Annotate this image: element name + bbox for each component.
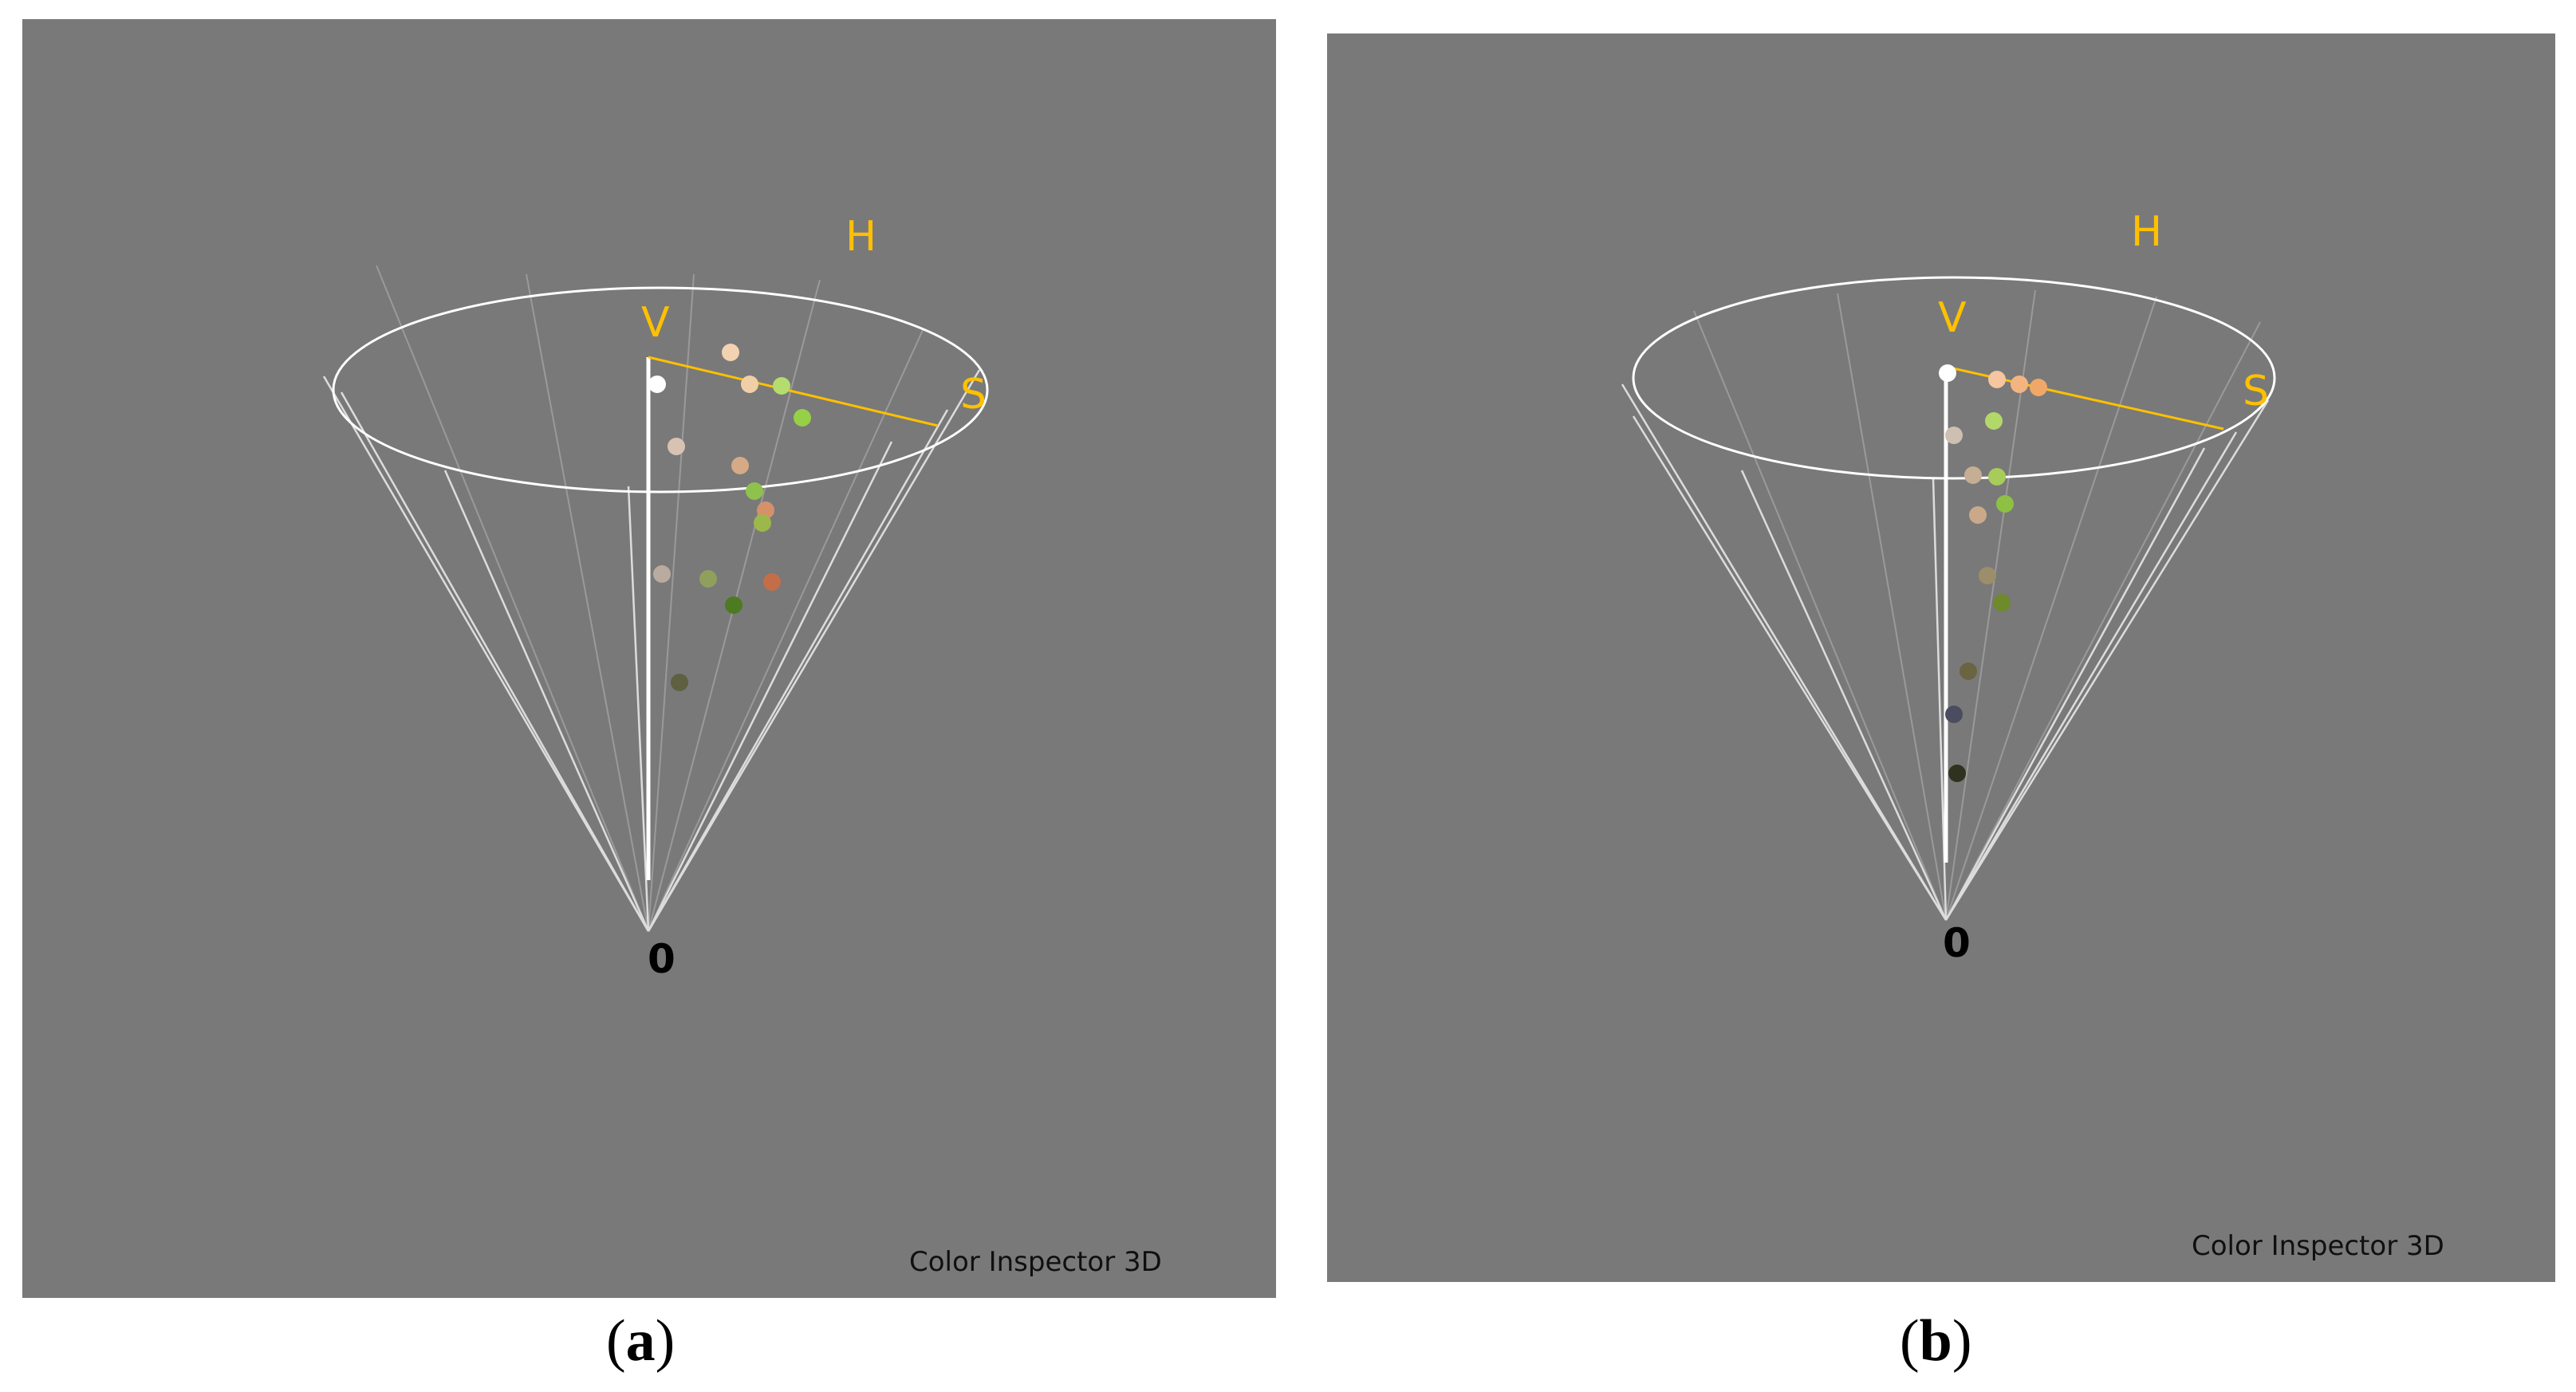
subfigure-letter-a: a <box>625 1308 656 1374</box>
cone-rim-b <box>1632 276 2276 480</box>
hsv-cone-diagram-a: H V S 0 Color Inspector 3D <box>322 213 1162 1278</box>
color-inspector-panel-a: H V S 0 Color Inspector 3D <box>22 19 1276 1298</box>
subfigure-label-a: (a) <box>606 1308 676 1374</box>
color-point <box>1969 506 1987 524</box>
color-point <box>648 376 666 393</box>
cone-rim-a <box>332 286 989 493</box>
color-point <box>741 376 758 393</box>
color-point <box>1988 468 2006 486</box>
subfigure-label-b: (b) <box>1900 1308 1972 1374</box>
saturation-axis-label: S <box>960 371 987 419</box>
color-point <box>1945 427 1963 444</box>
saturation-axis-a <box>648 356 939 427</box>
color-point <box>1939 364 1956 382</box>
color-point <box>653 565 671 583</box>
cone-edges-a <box>322 369 981 932</box>
color-point <box>794 409 811 427</box>
color-point <box>1996 495 2014 513</box>
color-point <box>1960 663 1977 680</box>
color-point <box>1988 371 2006 388</box>
color-point <box>671 674 688 691</box>
origin-label: 0 <box>1943 920 1971 966</box>
value-axis-label: V <box>1938 294 1967 342</box>
cone-edges-b <box>1621 383 2270 921</box>
color-inspector-panel-b: H V S 0 Color Inspector 3D <box>1327 33 2555 1282</box>
color-point <box>1985 412 2003 430</box>
hsv-cone-diagram-b: H V S 0 Color Inspector 3D <box>1621 208 2444 1262</box>
color-point <box>668 438 685 455</box>
color-point <box>1979 567 1996 584</box>
color-point <box>731 457 749 474</box>
color-point <box>1948 765 1966 782</box>
saturation-axis-label: S <box>2243 368 2269 415</box>
subfigure-letter-b: b <box>1919 1308 1952 1374</box>
color-point <box>1964 466 1982 484</box>
cone-generators-b <box>1693 289 2261 921</box>
app-watermark: Color Inspector 3D <box>909 1246 1162 1278</box>
color-point <box>699 570 717 588</box>
color-point <box>725 596 742 614</box>
color-point <box>1993 594 2011 611</box>
hue-axis-label: H <box>845 213 876 261</box>
color-point <box>746 482 763 500</box>
color-point <box>763 573 781 591</box>
color-points-b <box>1939 364 2047 782</box>
color-point <box>2030 379 2047 396</box>
cone-generators-a <box>376 265 924 932</box>
color-point <box>773 377 790 395</box>
app-watermark: Color Inspector 3D <box>2192 1230 2444 1262</box>
color-points-a <box>648 344 811 691</box>
value-axis-label: V <box>641 299 670 347</box>
color-point <box>2011 376 2028 393</box>
color-point <box>1945 706 1963 723</box>
color-point <box>754 514 771 532</box>
hue-axis-label: H <box>2131 208 2162 256</box>
origin-label: 0 <box>648 936 676 982</box>
color-point <box>722 344 739 361</box>
